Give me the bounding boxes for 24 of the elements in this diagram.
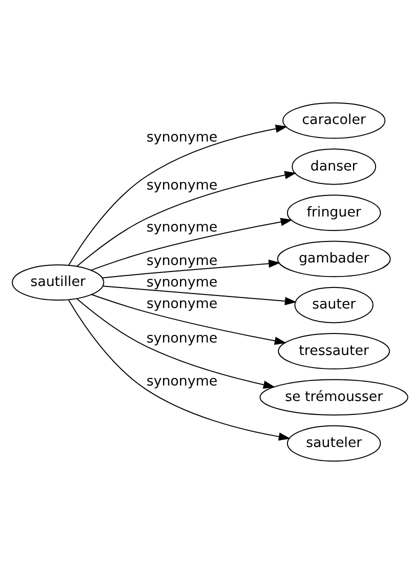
- edge-label: synonyme: [146, 296, 218, 312]
- edge-label: synonyme: [146, 176, 218, 193]
- edge-label: synonyme: [146, 128, 218, 145]
- arrow: [68, 299, 290, 440]
- node-ellipse: gambader: [277, 240, 391, 277]
- node-ellipse: fringuer: [286, 194, 381, 230]
- arrow: [68, 124, 288, 266]
- arrow: [102, 259, 280, 278]
- arrow: [76, 298, 276, 388]
- arrow: [90, 217, 292, 270]
- node-ellipse: sautiller: [12, 264, 104, 300]
- node-ellipse: danser: [292, 148, 376, 184]
- edge-label: synonyme: [146, 373, 218, 390]
- edge-label: synonyme: [146, 219, 218, 236]
- node-ellipse: tressauter: [278, 332, 390, 369]
- node-ellipse: sauteler: [286, 424, 381, 462]
- arrow: [76, 170, 296, 266]
- node-ellipse: caracoler: [282, 102, 386, 138]
- edge-label: synonyme: [146, 330, 218, 346]
- node-ellipse: sauter: [294, 286, 374, 323]
- arrow: [102, 285, 297, 305]
- edge-label: synonyme: [146, 252, 218, 269]
- arrow: [91, 294, 286, 344]
- edge-label: synonyme: [146, 274, 218, 290]
